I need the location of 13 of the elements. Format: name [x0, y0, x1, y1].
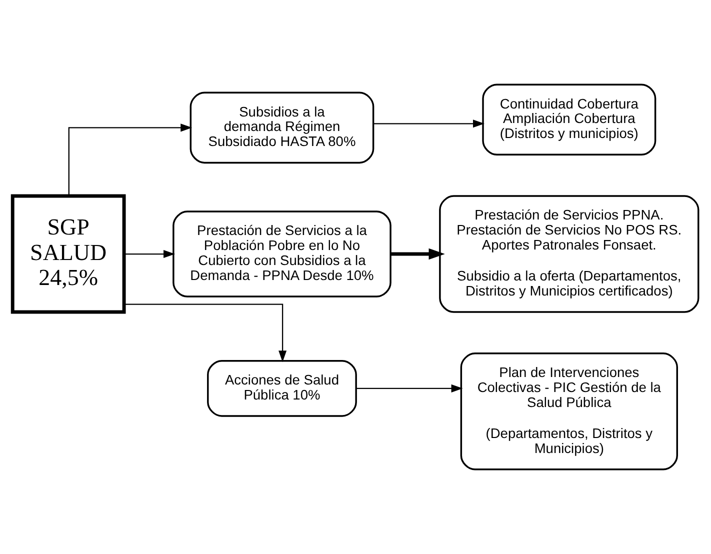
node-box: Prestación de Servicios a la Población Pobre en lo No Cubierto con Subsidios a la Demanda - PPNA Desde 10%	[172, 210, 392, 298]
node-box: Continuidad Cobertura Ampliación Cobertura (Distritos y municipios)	[482, 84, 656, 156]
node-box: Plan de Intervenciones Colectivas - PIC Gestión de la Salud Pública (Departamentos, Distritos y Municipios)	[460, 352, 678, 470]
arrow	[124, 304, 287, 362]
arrow	[68, 124, 192, 196]
arrow	[356, 384, 463, 392]
node-box: SGP SALUD 24,5%	[10, 194, 126, 314]
node-box: Subsidios a la demanda Régimen Subsidiado HASTA 80%	[190, 92, 374, 164]
arrow	[124, 250, 176, 258]
node-box: Prestación de Servicios PPNA. Prestación de Servicios No POS RS. Aportes Patronales Fonsaet. Subsidio a la oferta (Departamentos, Distritos y Municipios certificados)	[439, 195, 700, 313]
node-box: Acciones de Salud Pública 10%	[207, 360, 357, 417]
arrow	[390, 248, 445, 260]
arrow	[374, 120, 484, 128]
